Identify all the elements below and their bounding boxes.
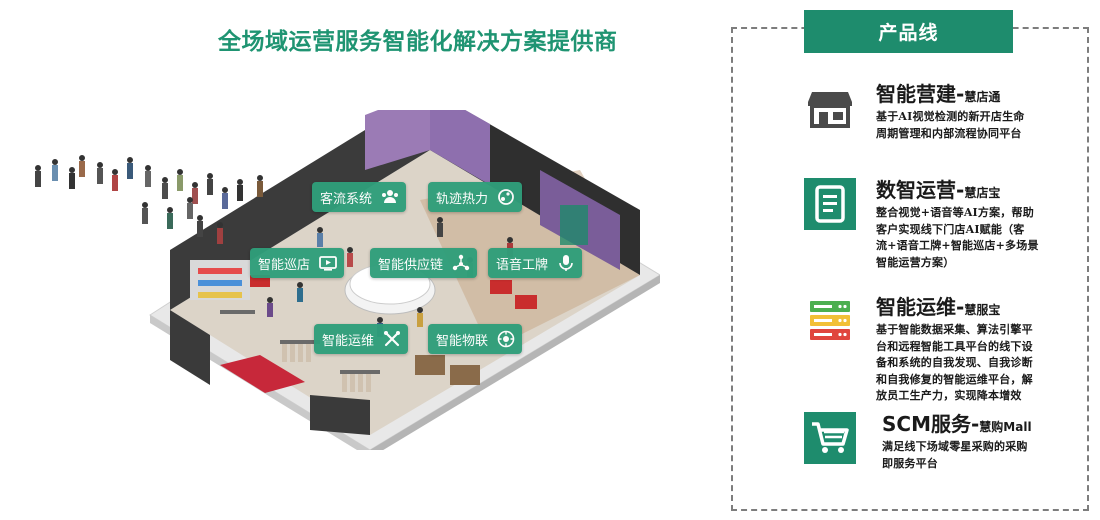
desc-line: 台和远程智能工具平台的线下设 bbox=[876, 339, 1033, 353]
desc-line: 客户实现线下门店AI赋能（客 bbox=[876, 222, 1025, 236]
storefront-icon bbox=[808, 92, 852, 128]
desc-line: 备和系统的自我发现、自我诊断 bbox=[876, 356, 1033, 369]
tag-passenger-flow[interactable]: 客流系统 bbox=[312, 182, 407, 212]
product-name: 智能运维- bbox=[876, 295, 965, 319]
tag-label: 智能物联 bbox=[436, 333, 489, 349]
tag-label: 智能巡店 bbox=[258, 257, 311, 273]
desc-line: 基于AI视觉检测的新开店生命 bbox=[876, 110, 1025, 123]
desc-line: 整合视觉+语音等AI方案，帮助 bbox=[876, 206, 1034, 219]
desc-line: 智能运营方案） bbox=[876, 255, 955, 269]
document-icon bbox=[804, 178, 856, 230]
desc-line: 和自我修复的智能运维平台，解 bbox=[876, 372, 1033, 386]
tag-label: 客流系统 bbox=[320, 191, 373, 207]
tag-smart-operations[interactable]: 智能运维 bbox=[314, 324, 409, 354]
product-description: 基于AI视觉检测的新开店生命 周期管理和内部流程协同平台 bbox=[876, 109, 1090, 142]
tag-label: 语音工牌 bbox=[496, 257, 549, 273]
product-name: SCM服务- bbox=[882, 412, 980, 436]
store-illustration bbox=[35, 110, 660, 450]
desc-line: 流+语音工牌+智能巡店+多场景 bbox=[876, 239, 1039, 252]
iot-icon bbox=[497, 330, 515, 348]
page-title: 全场域运营服务智能化解决方案提供商 bbox=[218, 29, 618, 55]
product-name: 数智运营- bbox=[876, 178, 965, 202]
product-subname: 慧店通 bbox=[964, 90, 1001, 104]
network-icon bbox=[452, 254, 470, 271]
tag-smart-supply-chain[interactable]: 智能供应链 bbox=[370, 248, 478, 278]
desc-line: 周期管理和内部流程协同平台 bbox=[876, 126, 1022, 140]
people-icon bbox=[382, 190, 399, 203]
product-item-digital-operations[interactable]: 数智运营-慧店宝 整合视觉+语音等AI方案，帮助 客户实现线下门店AI赋能（客 … bbox=[804, 178, 1090, 271]
product-description: 基于智能数据采集、算法引擎平 台和远程智能工具平台的线下设 备和系统的自我发现、… bbox=[876, 322, 1090, 405]
desc-line: 即服务平台 bbox=[882, 456, 938, 470]
video-icon bbox=[319, 256, 337, 271]
product-description: 满足线下场域零星采购的采购 即服务平台 bbox=[882, 439, 1096, 472]
tools-icon bbox=[384, 331, 401, 347]
desc-line: 基于智能数据采集、算法引擎平 bbox=[876, 323, 1033, 336]
panel-title: 产品线 bbox=[804, 10, 1013, 53]
shopping-cart-icon bbox=[804, 412, 856, 464]
microphone-icon bbox=[559, 255, 573, 271]
tag-trajectory-heatmap[interactable]: 轨迹热力 bbox=[428, 182, 523, 212]
product-subname: 慧店宝 bbox=[964, 186, 1001, 200]
product-description: 整合视觉+语音等AI方案，帮助 客户实现线下门店AI赋能（客 流+语音工牌+智能… bbox=[876, 205, 1090, 271]
product-subname: 慧购Mall bbox=[979, 420, 1032, 434]
tag-smart-patrol[interactable]: 智能巡店 bbox=[250, 248, 345, 278]
tag-label: 智能供应链 bbox=[378, 257, 444, 273]
heatmap-icon bbox=[498, 189, 514, 205]
tag-smart-iot[interactable]: 智能物联 bbox=[428, 324, 523, 354]
tag-label: 轨迹热力 bbox=[436, 191, 489, 207]
server-rack-icon bbox=[810, 301, 850, 340]
tag-label: 智能运维 bbox=[322, 333, 375, 349]
product-item-smart-maintenance[interactable]: 智能运维-慧服宝 基于智能数据采集、算法引擎平 台和远程智能工具平台的线下设 备… bbox=[804, 295, 1090, 402]
tag-voice-badge[interactable]: 语音工牌 bbox=[488, 248, 583, 278]
product-item-scm-service[interactable]: SCM服务-慧购Mall 满足线下场域零星采购的采购 即服务平台 bbox=[804, 412, 1090, 472]
product-item-smart-construction[interactable]: 智能营建-慧店通 基于AI视觉检测的新开店生命 周期管理和内部流程协同平台 bbox=[804, 82, 1090, 142]
product-name: 智能营建- bbox=[876, 82, 965, 106]
desc-line: 放员工生产力，实现降本增效 bbox=[876, 389, 1022, 402]
product-subname: 慧服宝 bbox=[964, 303, 1001, 317]
desc-line: 满足线下场域零星采购的采购 bbox=[882, 440, 1028, 453]
